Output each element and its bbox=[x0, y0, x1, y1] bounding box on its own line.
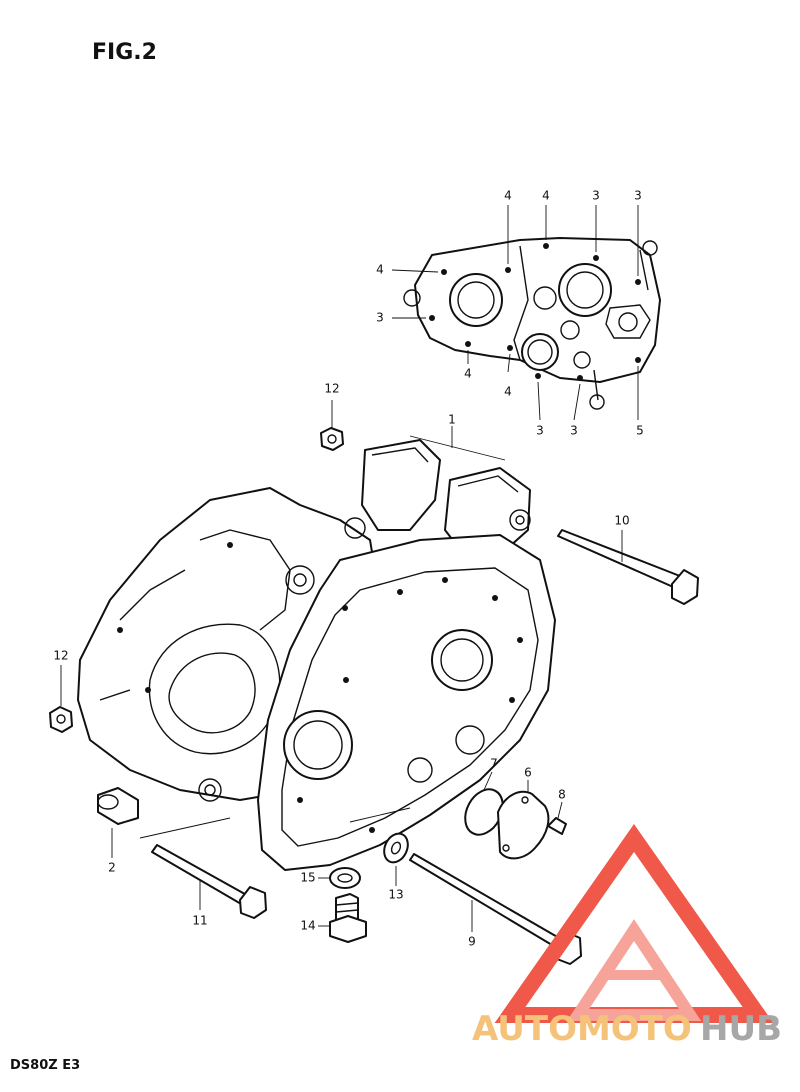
watermark-text-hub: HUB bbox=[700, 1009, 782, 1049]
nut-left bbox=[49, 706, 73, 733]
watermark-text-automoto: AUTOMOTO bbox=[472, 1009, 692, 1049]
drain-plug-14 bbox=[329, 893, 367, 943]
callout-7: 7 bbox=[490, 757, 498, 771]
callout-3: 3 bbox=[570, 424, 578, 438]
callout-12: 12 bbox=[324, 382, 339, 396]
callout-4: 4 bbox=[542, 189, 550, 203]
callout-3: 3 bbox=[536, 424, 544, 438]
callout-3: 3 bbox=[634, 189, 642, 203]
watermark-logo bbox=[494, 824, 774, 1023]
callout-11: 11 bbox=[192, 914, 207, 928]
callout-3: 3 bbox=[376, 311, 384, 325]
leader-lines bbox=[60, 205, 639, 932]
callout-4: 4 bbox=[504, 189, 512, 203]
callout-3: 3 bbox=[592, 189, 600, 203]
callout-4: 4 bbox=[376, 263, 384, 277]
bolt-10 bbox=[557, 529, 699, 605]
callout-10: 10 bbox=[614, 514, 629, 528]
callout-8: 8 bbox=[558, 788, 566, 802]
dowel-pin-2 bbox=[97, 787, 139, 825]
crankcase-main-drawing bbox=[77, 439, 556, 871]
screw-8 bbox=[547, 817, 567, 835]
callout-13: 13 bbox=[388, 888, 403, 902]
model-code: DS80Z E3 bbox=[10, 1058, 81, 1073]
watermark-text: AUTOMOTO HUB bbox=[472, 1009, 782, 1049]
callout-15: 15 bbox=[300, 871, 315, 885]
callout-6: 6 bbox=[524, 766, 532, 780]
washer-13 bbox=[383, 832, 409, 864]
callout-2: 2 bbox=[108, 861, 116, 875]
callout-labels: 1 2 3 3 3 3 3 4 4 4 4 4 5 6 7 8 9 10 11 … bbox=[53, 189, 643, 949]
cover-plate-6 bbox=[497, 790, 550, 860]
callout-9: 9 bbox=[468, 935, 476, 949]
callout-5: 5 bbox=[636, 424, 644, 438]
callout-4: 4 bbox=[504, 385, 512, 399]
gasket-15 bbox=[329, 867, 361, 889]
figure-title: FIG.2 bbox=[92, 40, 157, 65]
nut-top bbox=[320, 427, 344, 451]
bolt-11 bbox=[151, 844, 267, 919]
callout-14: 14 bbox=[300, 919, 315, 933]
crankcase-inset-drawing bbox=[403, 237, 661, 410]
callout-1: 1 bbox=[448, 413, 456, 427]
callout-4: 4 bbox=[464, 367, 472, 381]
callout-12: 12 bbox=[53, 649, 68, 663]
